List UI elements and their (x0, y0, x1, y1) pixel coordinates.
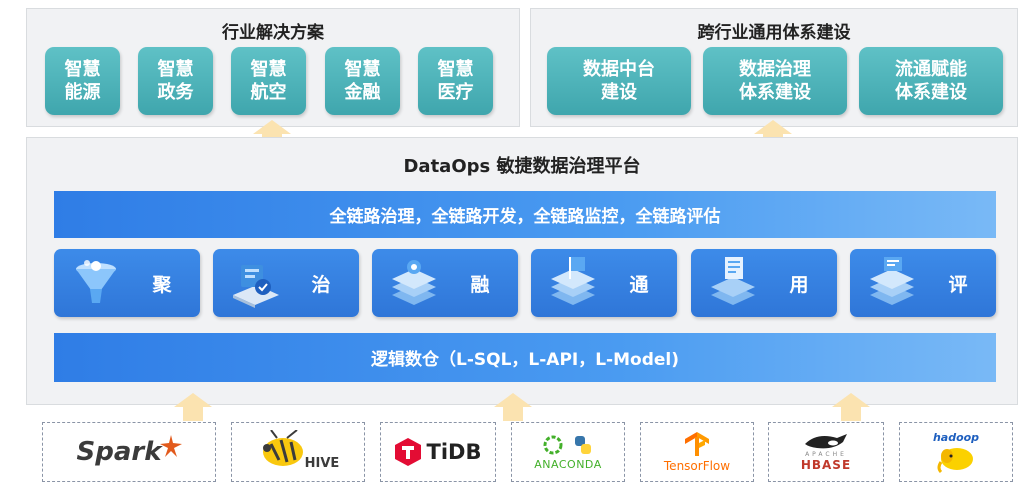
capability-label: 聚 (152, 273, 172, 296)
cross-item-line2: 建设 (601, 82, 637, 103)
up-arrow-icon (174, 393, 212, 421)
stack-chip-icon (392, 260, 436, 305)
cross-item-line2: 体系建设 (739, 82, 811, 103)
stack-document-icon (711, 257, 755, 305)
anaconda-logo-text: ANACONDA (534, 457, 602, 471)
hadoop-logo-text: hadoop (932, 430, 980, 444)
industry-item-line1: 智慧 (344, 59, 381, 80)
capability-connect[interactable]: 通 (531, 249, 677, 317)
capability-label: 融 (470, 273, 490, 296)
cross-item-data-platform[interactable]: 数据中台 建设 (547, 47, 691, 115)
industry-item-medical[interactable]: 智慧 医疗 (418, 47, 493, 115)
source-hive: HIVE (231, 422, 365, 482)
source-tensorflow: TensorFlow (640, 422, 754, 482)
source-spark: Spark (42, 422, 216, 482)
capability-label: 治 (311, 273, 331, 296)
cross-item-governance-system[interactable]: 数据治理 体系建设 (703, 47, 847, 115)
industry-item-line2: 航空 (250, 82, 287, 103)
capability-evaluate[interactable]: 评 (850, 249, 996, 317)
source-tidb: TiDB (380, 422, 496, 482)
source-anaconda: ANACONDA (511, 422, 625, 482)
tidb-logo-text: TiDB (426, 440, 482, 464)
industry-solutions-panel: 行业解决方案 智慧 能源 智慧 政务 智慧 航空 智慧 金融 智慧 医疗 (26, 8, 520, 127)
hbase-logo-text: HBASE (800, 458, 852, 472)
capability-label: 通 (629, 273, 649, 296)
up-arrow-icon (832, 393, 870, 421)
capability-label: 用 (789, 273, 809, 296)
spark-logo-text: Spark (76, 437, 162, 467)
tensorflow-logo-text: TensorFlow (663, 459, 731, 473)
cross-item-line1: 数据中台 (583, 59, 655, 80)
cross-item-line1: 数据治理 (739, 59, 811, 80)
tidb-logo-icon (394, 438, 421, 466)
hadoop-elephant-icon (937, 447, 973, 473)
industry-item-line1: 智慧 (437, 59, 474, 80)
industry-item-line2: 医疗 (437, 82, 474, 103)
industry-item-finance[interactable]: 智慧 金融 (325, 47, 400, 115)
platform-title: DataOps 敏捷数据治理平台 (403, 156, 641, 177)
capability-label: 评 (948, 273, 968, 296)
up-arrow-icon (494, 393, 532, 421)
cross-item-line1: 流通赋能 (895, 59, 967, 80)
hive-logo-text: HIVE (304, 455, 340, 471)
cross-item-circulation-system[interactable]: 流通赋能 体系建设 (859, 47, 1003, 115)
industry-item-aviation[interactable]: 智慧 航空 (231, 47, 306, 115)
industry-item-line1: 智慧 (157, 59, 194, 80)
full-chain-bar: 全链路治理，全链路开发，全链路监控，全链路评估 (54, 191, 996, 238)
hive-bee-icon (262, 430, 303, 466)
capability-aggregate[interactable]: 聚 (54, 249, 200, 317)
capability-govern[interactable]: 治 (213, 249, 359, 317)
anaconda-ring-icon (543, 435, 563, 454)
industry-solutions-title: 行业解决方案 (222, 23, 324, 43)
industry-item-line2: 能源 (64, 82, 101, 103)
cross-industry-title: 跨行业通用体系建设 (697, 23, 851, 43)
python-logo-icon (575, 435, 591, 454)
industry-item-line2: 政务 (157, 82, 194, 103)
capability-use[interactable]: 用 (691, 249, 837, 317)
cross-item-line2: 体系建设 (895, 82, 967, 103)
industry-item-energy[interactable]: 智慧 能源 (45, 47, 120, 115)
logical-warehouse-bar: 逻辑数仓（L-SQL，L-API，L-Model) (54, 333, 996, 382)
spark-star-icon (159, 435, 182, 457)
source-hadoop: hadoop (899, 422, 1013, 482)
funnel-icon (76, 260, 116, 303)
industry-item-line2: 金融 (344, 82, 381, 103)
stack-monitor-icon (870, 257, 914, 305)
industry-item-government[interactable]: 智慧 政务 (138, 47, 213, 115)
orca-icon (805, 434, 847, 449)
capability-fuse[interactable]: 融 (372, 249, 518, 317)
source-hbase: APACHE HBASE (768, 422, 884, 482)
industry-item-line1: 智慧 (64, 59, 101, 80)
tensorflow-logo-icon (685, 432, 709, 456)
hbase-apache-text: APACHE (805, 451, 847, 458)
laptop-shield-icon (233, 265, 279, 308)
industry-item-line1: 智慧 (250, 59, 287, 80)
stack-flag-icon (551, 257, 595, 305)
cross-industry-panel: 跨行业通用体系建设 数据中台 建设 数据治理 体系建设 流通赋能 体系建设 (530, 8, 1018, 127)
